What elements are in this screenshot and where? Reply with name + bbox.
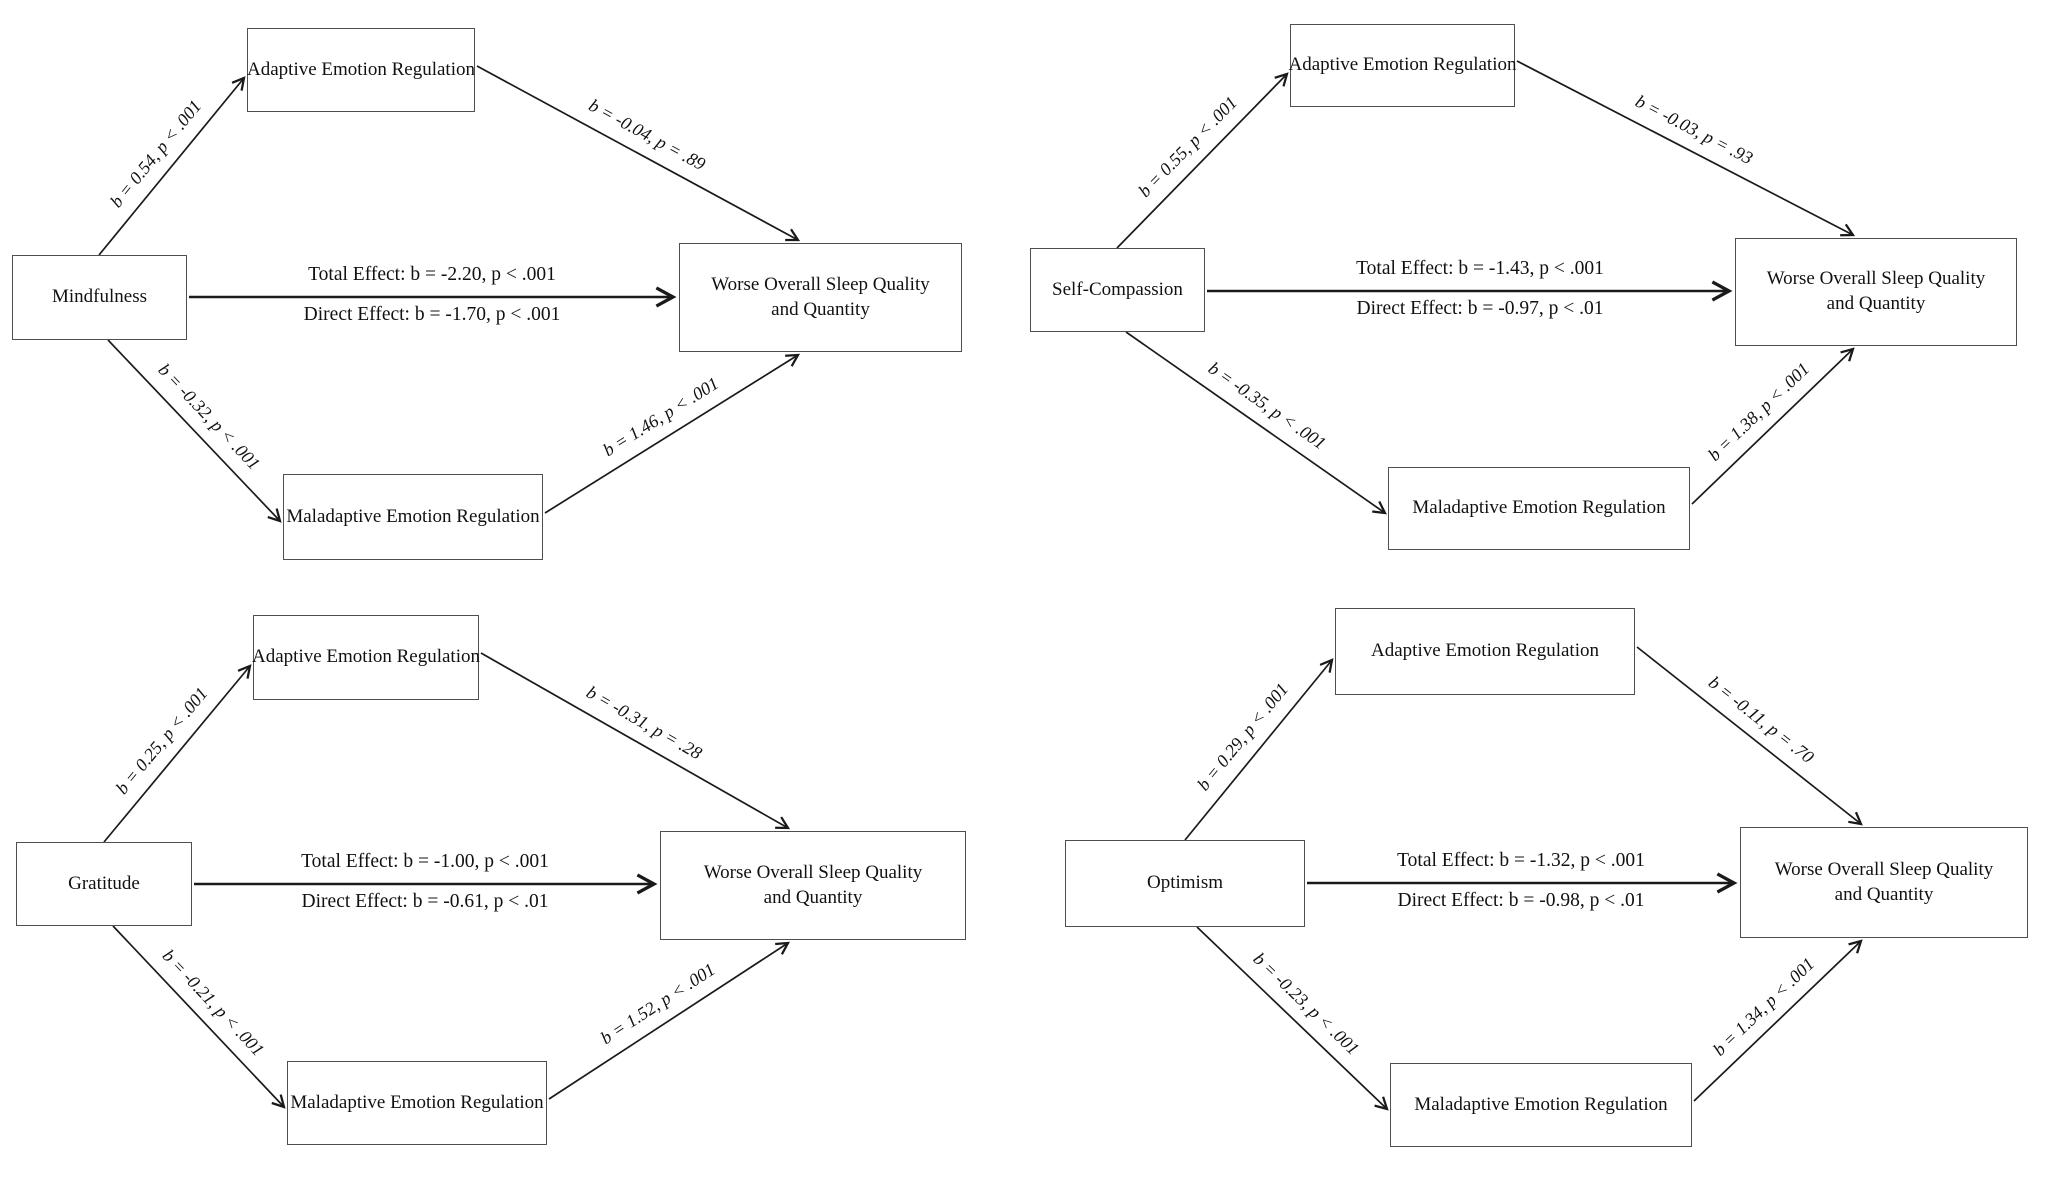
outcome-label-line2: and Quantity [1826, 293, 1926, 314]
arrow-adaptive-to-outcome [1636, 646, 1863, 826]
arrow-predictor-to-adaptive [103, 664, 252, 843]
outcome-label-line2: and Quantity [763, 886, 863, 908]
total-effect-label: Total Effect: b = -1.43, p < .001 [1356, 258, 1604, 279]
arrow-adaptive-to-outcome [476, 65, 801, 242]
outcome-label-line1: Worse Overall Sleep Quality [1774, 858, 1994, 880]
arrow-maladaptive-to-outcome [1691, 347, 1855, 505]
maladaptive-mediator-label: Maladaptive Emotion Regulation [1412, 497, 1666, 519]
arrow-adaptive-to-outcome [480, 652, 791, 830]
outcome-label-line2: and Quantity [1834, 883, 1934, 905]
maladaptive-mediator-box: Maladaptive Emotion Regulation [283, 474, 543, 560]
adaptive-mediator-label: Adaptive Emotion Regulation [247, 58, 475, 80]
predictor-label: Mindfulness [52, 286, 147, 308]
direct-effect-label: Direct Effect: b = -1.70, p < .001 [303, 304, 561, 325]
adaptive-mediator-box: Adaptive Emotion Regulation [252, 615, 480, 700]
model-optimism-arrows [1184, 646, 1863, 1111]
arrow-predictor-to-adaptive [1184, 658, 1334, 841]
adaptive-mediator-label: Adaptive Emotion Regulation [1371, 640, 1599, 662]
arrow-predictor-to-adaptive [1116, 72, 1289, 249]
adaptive-mediator-box: Adaptive Emotion Regulation [1335, 608, 1635, 695]
outcome-label-line1: Worse Overall Sleep Quality [703, 861, 923, 883]
model-self-compassion-arrows [1116, 60, 1856, 515]
maladaptive-mediator-box: Maladaptive Emotion Regulation [1388, 467, 1690, 550]
outcome-label-line1: Worse Overall Sleep Quality [711, 273, 930, 295]
predictor-label: Optimism [1146, 872, 1223, 894]
model-gratitude-arrows [103, 652, 791, 1109]
maladaptive-mediator-box: Maladaptive Emotion Regulation [287, 1061, 547, 1145]
direct-effect-label: Direct Effect: b = -0.61, p < .01 [301, 891, 549, 912]
outcome-box: Worse Overall Sleep Quality and Quantity [660, 831, 966, 940]
maladaptive-mediator-label: Maladaptive Emotion Regulation [290, 1091, 544, 1113]
arrow-predictor-to-maladaptive [1125, 331, 1387, 515]
arrow-adaptive-to-outcome [1516, 60, 1856, 237]
maladaptive-mediator-box: Maladaptive Emotion Regulation [1390, 1063, 1692, 1147]
direct-effect-label: Direct Effect: b = -0.98, p < .01 [1397, 890, 1645, 911]
predictor-box: Mindfulness [12, 255, 187, 340]
predictor-box: Gratitude [16, 842, 192, 926]
outcome-box: Worse Overall Sleep Quality and Quantity [679, 243, 962, 352]
arrow-maladaptive-to-outcome [544, 353, 801, 514]
adaptive-mediator-label: Adaptive Emotion Regulation [252, 646, 480, 668]
total-effect-label: Total Effect: b = -2.20, p < .001 [308, 264, 556, 285]
predictor-label: Self-Compassion [1052, 278, 1183, 300]
outcome-box: Worse Overall Sleep Quality and Quantity [1735, 238, 2017, 346]
arrow-predictor-to-maladaptive [107, 339, 282, 523]
arrow-maladaptive-to-outcome [1693, 939, 1863, 1102]
outcome-label-line2: and Quantity [771, 298, 870, 320]
predictor-label: Gratitude [68, 872, 140, 894]
predictor-box: Optimism [1065, 840, 1305, 927]
model-mindfulness-arrows [98, 65, 801, 523]
adaptive-mediator-label: Adaptive Emotion Regulation [1288, 54, 1517, 76]
predictor-box: Self-Compassion [1030, 248, 1205, 332]
arrow-predictor-to-adaptive [98, 76, 246, 256]
direct-effect-label: Direct Effect: b = -0.97, p < .01 [1356, 298, 1604, 319]
total-effect-label: Total Effect: b = -1.32, p < .001 [1397, 850, 1645, 871]
arrow-predictor-to-maladaptive [112, 925, 286, 1109]
total-effect-label: Total Effect: b = -1.00, p < .001 [301, 851, 549, 872]
adaptive-mediator-box: Adaptive Emotion Regulation [247, 28, 475, 112]
maladaptive-mediator-label: Maladaptive Emotion Regulation [286, 505, 540, 527]
arrow-maladaptive-to-outcome [548, 941, 790, 1100]
adaptive-mediator-box: Adaptive Emotion Regulation [1288, 24, 1517, 107]
outcome-label-line1: Worse Overall Sleep Quality [1766, 268, 1986, 290]
outcome-box: Worse Overall Sleep Quality and Quantity [1740, 827, 2028, 938]
maladaptive-mediator-label: Maladaptive Emotion Regulation [1414, 1093, 1668, 1115]
arrow-predictor-to-maladaptive [1196, 926, 1389, 1111]
